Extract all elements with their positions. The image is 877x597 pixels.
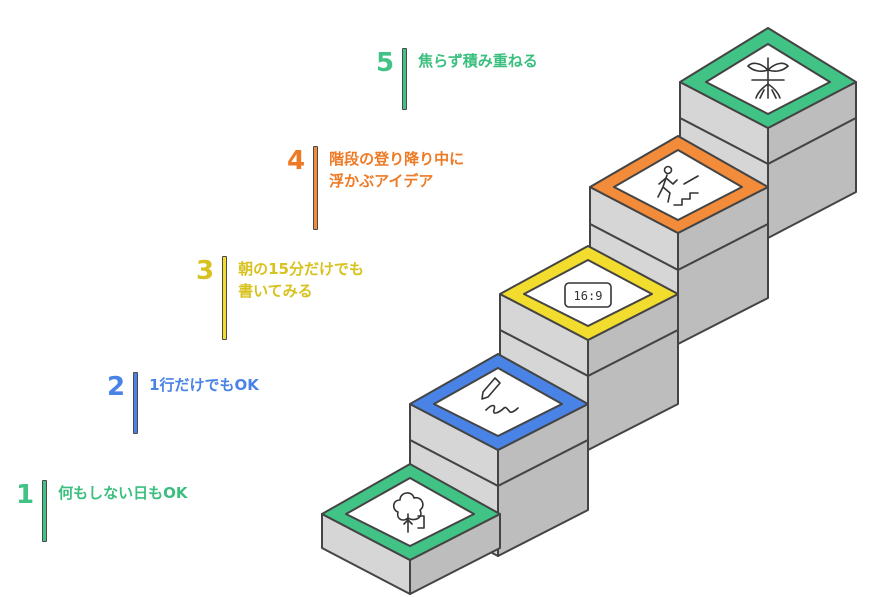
- step-2-label: 2 1行だけでもOK: [107, 372, 259, 434]
- pen-signature-icon: [481, 377, 519, 414]
- step2-platform-inner: [433, 367, 563, 437]
- step-5-bar: [402, 48, 408, 110]
- step-3-label: 3 朝の15分だけでも 書いてみる: [196, 256, 364, 340]
- step-3-text: 朝の15分だけでも 書いてみる: [238, 260, 364, 300]
- platform-tops: [321, 27, 857, 561]
- step-4-text: 階段の登り降り中に 浮かぶアイデア: [329, 150, 465, 190]
- step-3-bar: [222, 256, 228, 340]
- step-1-number: 1: [16, 480, 35, 510]
- step4-platform-inner: [613, 149, 743, 221]
- step-4-bar: [313, 146, 319, 230]
- tree-icon: [392, 492, 425, 533]
- step-2-bar: [133, 372, 139, 434]
- step-3-number: 3: [196, 256, 215, 286]
- step-1-bar: [42, 480, 48, 542]
- step-1-label: 1 何もしない日もOK: [16, 480, 187, 542]
- step1-platform-inner: [345, 477, 475, 547]
- step-4-number: 4: [287, 146, 306, 176]
- step-2-text: 1行だけでもOK: [149, 376, 259, 394]
- sprout-roots-icon: [746, 57, 790, 99]
- step-5-text: 焦らず積み重ねる: [418, 52, 538, 70]
- step-5-number: 5: [376, 48, 395, 78]
- aspect-ratio-icon: 16:9: [564, 282, 612, 308]
- step-5-label: 5 焦らず積み重ねる: [376, 48, 538, 110]
- step-4-label: 4 階段の登り降り中に 浮かぶアイデア: [287, 146, 464, 230]
- aspect-ratio-icon-text: 16:9: [574, 289, 603, 303]
- step-2-number: 2: [107, 372, 126, 402]
- step-1-text: 何もしない日もOK: [58, 484, 188, 502]
- person-climbing-stairs-icon: [657, 165, 699, 206]
